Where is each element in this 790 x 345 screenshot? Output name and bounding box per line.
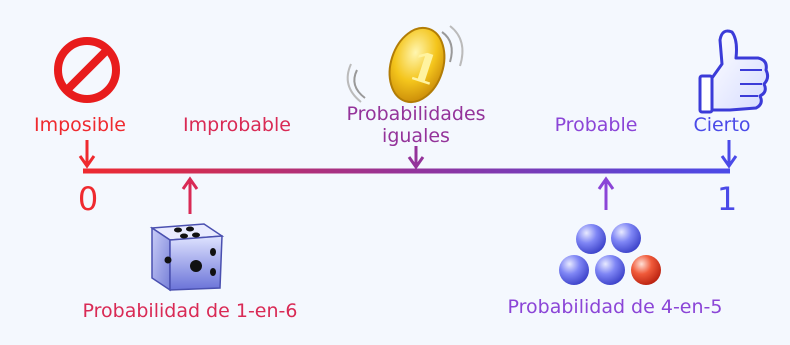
balls-probability-label: Probabilidad de 4-en-5 [507, 296, 723, 318]
dice-icon [149, 223, 225, 292]
balls-icon [559, 223, 661, 285]
arrow-certain [720, 140, 738, 169]
label-certain: Cierto [693, 114, 751, 136]
label-even-line2: iguales [382, 125, 450, 147]
label-improbable: Improbable [183, 114, 291, 136]
ball-blue [595, 255, 625, 285]
arrow-balls [597, 176, 615, 210]
scale-zero: 0 [77, 180, 99, 218]
arrow-even [407, 146, 425, 170]
ball-blue [611, 223, 641, 253]
label-impossible: Imposible [33, 114, 127, 136]
dice-probability-label: Probabilidad de 1-en-6 [82, 300, 298, 322]
scale-one: 1 [716, 180, 738, 218]
ball-blue [576, 224, 606, 254]
coin-icon: 1 [346, 25, 464, 104]
label-even-line1: Probabilidades [346, 103, 486, 125]
label-probable: Probable [554, 114, 638, 136]
thumbs-up-icon [698, 29, 770, 114]
arrow-impossible [78, 140, 96, 169]
ball-blue [559, 255, 589, 285]
no-entry-icon [54, 37, 120, 103]
arrow-dice [181, 176, 199, 214]
ball-red [631, 255, 661, 285]
label-even-chances: Probabilidades iguales [346, 103, 485, 147]
